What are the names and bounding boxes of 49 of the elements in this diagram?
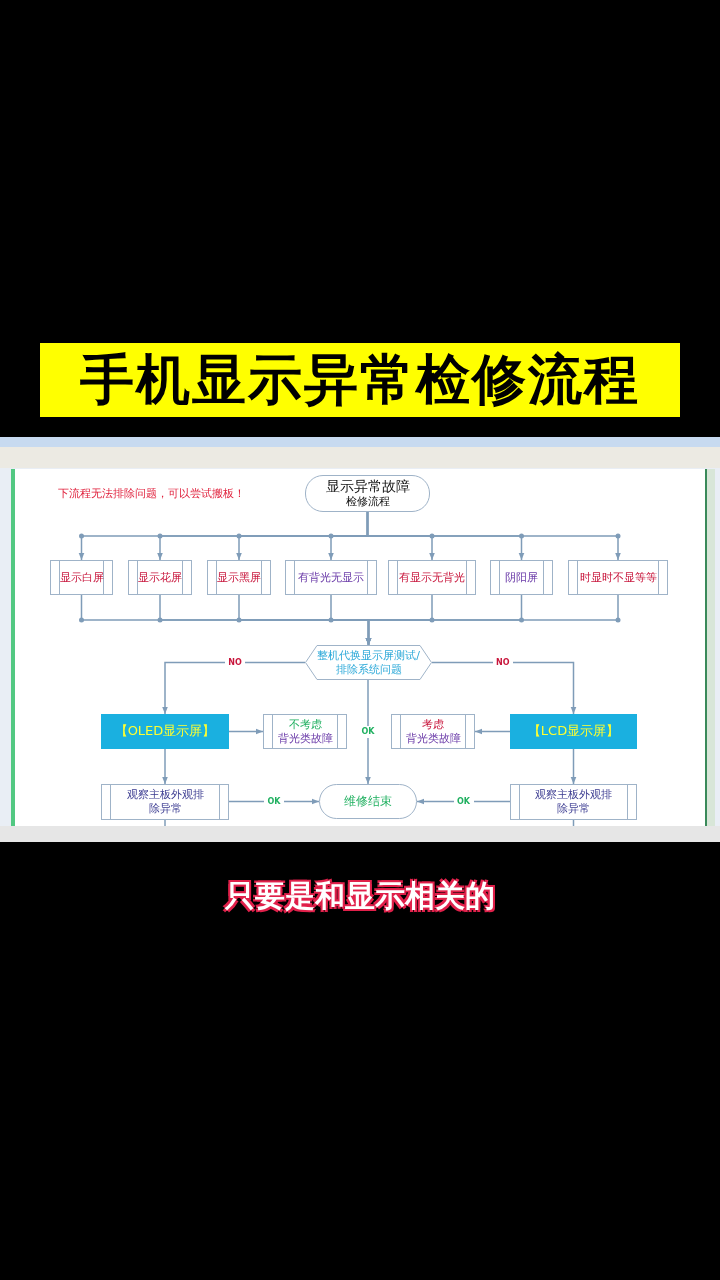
node-text: 【LCD显示屏】 <box>527 723 620 740</box>
node-text: 【OLED显示屏】 <box>114 723 216 740</box>
process-box <box>101 784 229 820</box>
node-text: 观察主板外观排除异常 <box>125 788 205 816</box>
node-text: 维修结束 <box>344 794 392 809</box>
highlight-box <box>510 714 637 749</box>
highlight-box <box>101 714 229 749</box>
title-banner: 手机显示异常检修流程 <box>40 343 680 417</box>
subtitle: 只要是和显示相关的 <box>224 877 496 915</box>
process-box <box>285 560 377 595</box>
connector-arrow <box>228 798 320 805</box>
process-box <box>207 560 271 595</box>
node-text: 显示花屏 <box>138 570 182 585</box>
node-text: 背光类故障 <box>405 731 461 746</box>
edge-label: OK <box>358 726 378 738</box>
node-text: 显示黑屏 <box>217 570 261 585</box>
node-text: 不考虑 <box>288 717 322 732</box>
process-box <box>263 714 347 749</box>
connector-arrow <box>162 748 168 785</box>
warning-note: 下流程无法排除问题，可以尝试搬板！ <box>58 486 245 501</box>
connector-arrow <box>365 594 619 646</box>
node-text: 时显时不显等等 <box>579 570 657 585</box>
node-text: 显示白屏 <box>59 570 104 585</box>
node-text: 检修流程 <box>345 495 390 510</box>
connector-arrow <box>365 679 371 785</box>
process-box <box>568 560 668 595</box>
process-box <box>388 560 476 595</box>
node-text: 观察主板外观排除异常 <box>534 788 613 816</box>
connector-arrow <box>431 661 577 715</box>
connector-arrow <box>228 728 264 735</box>
connector-arrow <box>474 728 511 735</box>
connector-arrow <box>162 661 306 715</box>
node-text: 背光类故障 <box>277 731 333 746</box>
node-text: 整机代换显示屏测试/排除系统问题 <box>317 648 420 677</box>
node-text: 考虑 <box>422 717 444 732</box>
process-box <box>50 560 113 595</box>
connector-arrow <box>570 748 577 785</box>
decision-hexagon <box>305 645 432 680</box>
terminator-box <box>319 784 417 819</box>
process-box <box>510 784 637 820</box>
node-text: 显示异常故障 <box>325 477 410 496</box>
node-text: 有显示无背光 <box>399 570 465 585</box>
node-text: 阴阳屏 <box>505 570 538 585</box>
process-box <box>490 560 553 595</box>
process-box <box>128 560 192 595</box>
connector-arrow <box>366 511 621 561</box>
terminator-box <box>305 475 430 512</box>
process-box <box>391 714 475 749</box>
node-text: 有背光无显示 <box>298 570 364 585</box>
